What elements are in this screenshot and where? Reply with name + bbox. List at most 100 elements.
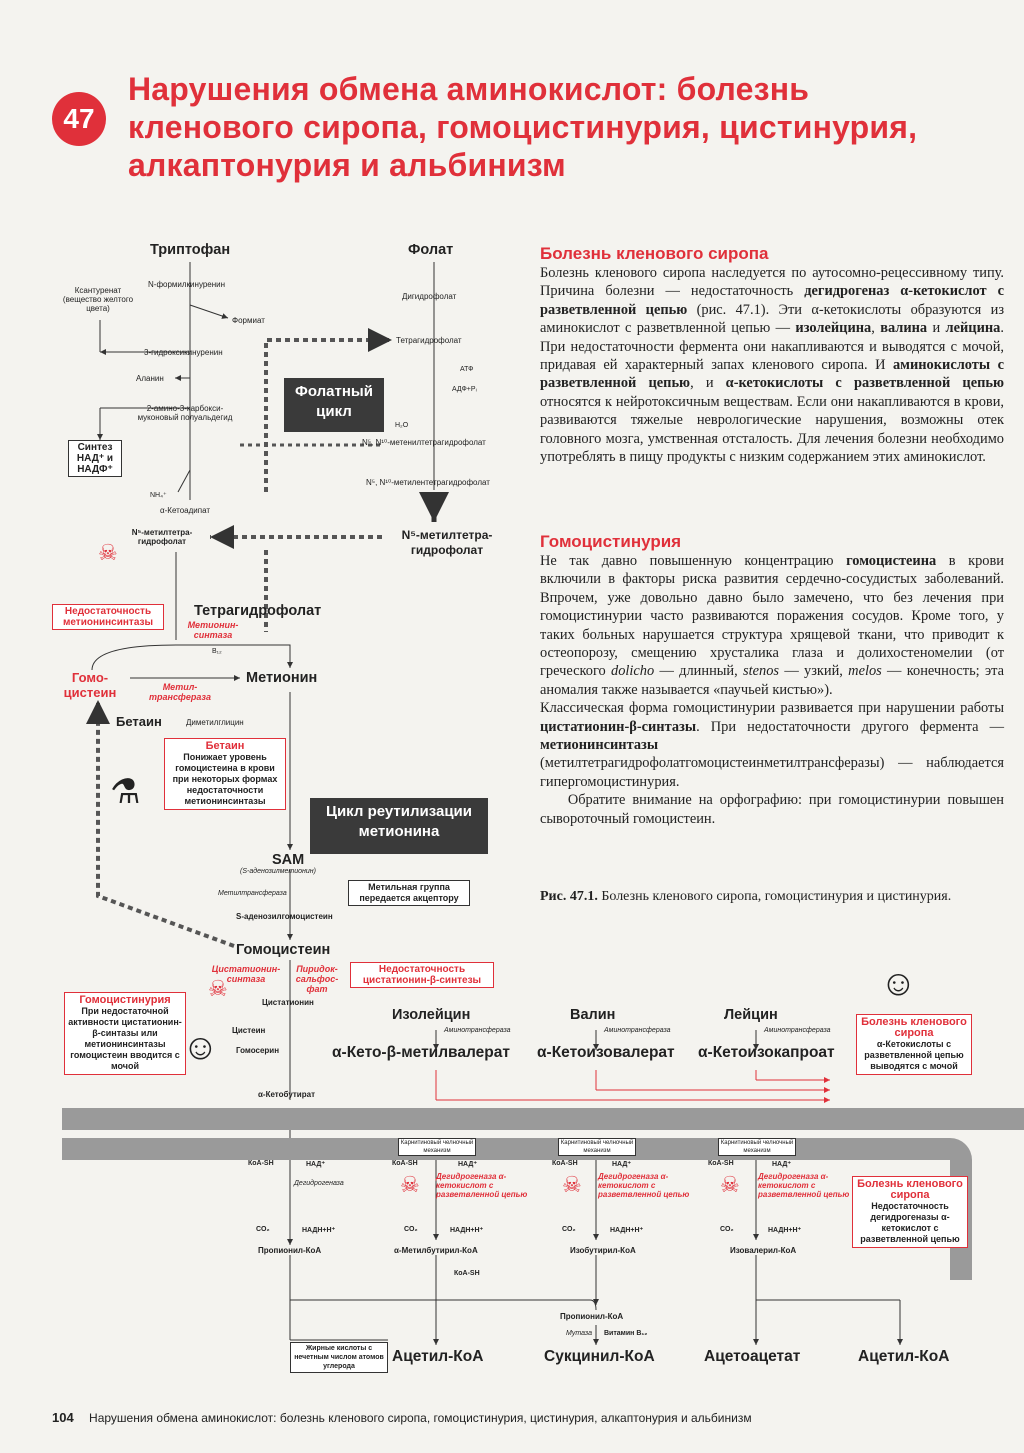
betaine: Бетаин: [116, 714, 162, 729]
page-number: 104: [52, 1410, 74, 1425]
sam-full: (S-аденозилметионин): [240, 868, 316, 875]
ketoadipate: α-Кетоадипат: [160, 506, 211, 515]
isobutyryl-coa: Изобутирил-КоА: [570, 1246, 636, 1255]
hydroxykynurenine: 3-гидроксикинуренин: [144, 348, 223, 357]
outer-membrane: [62, 1108, 1024, 1130]
carnitine-shuttle: Карнитиновый челночный механизм: [558, 1138, 636, 1156]
folate: Фолат: [408, 242, 454, 258]
isovaleryl-coa: Изовалерил-КоА: [730, 1246, 797, 1255]
cbs: Цистатионин-синтаза: [211, 964, 281, 984]
acetyl-coa-2: Ацетил-КоА: [858, 1348, 950, 1365]
koa-sh: КоА-SH: [454, 1270, 480, 1277]
msud-box-title: Болезнь кленового сиропа: [861, 1016, 967, 1039]
mortar-icon: ⚗: [110, 773, 141, 811]
bckd-enzyme: Дегидрогеназа α-кетокислот с разветвленн…: [436, 1172, 528, 1199]
formate: Формиат: [232, 316, 265, 325]
propionyl-coa-2: Пропионил-КоА: [560, 1312, 624, 1321]
section-msud: Болезнь кленового сиропа Болезнь кленово…: [540, 244, 1004, 466]
dihydrofolate: Дигидрофолат: [402, 292, 457, 301]
koa-sh: КоА-SH: [552, 1160, 578, 1167]
thf: Тетрагидрофолат: [194, 603, 322, 619]
leucine: Лейцин: [724, 1007, 778, 1023]
section-body: Не так давно повышенную концентрацию гом…: [540, 553, 1004, 827]
adp: АДФ+Pᵢ: [452, 386, 477, 393]
msud-box-bottom: Болезнь кленового сиропа Недостаточность…: [852, 1176, 968, 1248]
msud-box-text: α-Кетокислоты с разветвленной цепью выво…: [864, 1039, 964, 1071]
ketobutyrate: α-Кетобутират: [258, 1090, 315, 1099]
nad: НАД⁺: [772, 1161, 792, 1168]
section-body: Болезнь кленового сиропа наследуется по …: [540, 265, 1004, 466]
methenyl-thf: N⁵, N¹⁰-метенилтетрагидрофолат: [362, 438, 486, 447]
propionyl-coa: Пропионил-КоА: [258, 1246, 322, 1255]
amino-carboxy: 2-амино-3-карбокси-муконовый полуальдеги…: [137, 404, 233, 422]
methyl-thf-right: N⁵-метилтетра-гидрофолат: [401, 528, 493, 557]
chapter-title: Нарушения обмена аминокислот: болезнь кл…: [128, 71, 918, 183]
msud-box-title: Болезнь кленового сиропа: [857, 1178, 963, 1201]
cysteine: Цистеин: [232, 1026, 266, 1035]
methyl-thf-left: N⁵-метилтетра-гидрофолат: [131, 528, 193, 546]
bckd-enzyme: Дегидрогеназа α-кетокислот с разветвленн…: [758, 1172, 850, 1199]
betaine-box-text: Понижает уровень гомоцистеина в крови пр…: [172, 752, 278, 806]
betaine-box: Бетаин Понижает уровень гомоцистеина в к…: [164, 738, 286, 810]
keto-methylvalerate: α-Кето-β-метилвалерат: [332, 1044, 510, 1061]
koa-sh: КоА-SH: [392, 1160, 418, 1167]
sam: SAM: [272, 852, 305, 868]
nadh: НАДН+Н⁺: [610, 1227, 644, 1234]
odd-fatty-acids: Жирные кислоты с нечетным числом атомов …: [290, 1342, 388, 1373]
nh4: NH₄⁺: [150, 492, 167, 499]
nadh: НАДН+Н⁺: [450, 1227, 484, 1234]
keto-isovalerate: α-Кетоизовалерат: [537, 1044, 675, 1061]
remethylation-cycle-label: Цикл реутилизации метионина: [310, 798, 488, 854]
homocysteine: Гомоцистеин: [236, 942, 331, 958]
koa-sh: КоА-SH: [708, 1160, 734, 1167]
footer-title: Нарушения обмена аминокислот: болезнь кл…: [89, 1411, 752, 1425]
b12: B₁₂: [212, 648, 222, 655]
acetoacetate: Ацетоацетат: [704, 1348, 801, 1365]
betaine-box-title: Бетаин: [205, 740, 245, 752]
inner-membrane: [62, 1138, 972, 1160]
co2: CO₂: [404, 1226, 418, 1233]
carnitine-shuttle: Карнитиновый челночный механизм: [718, 1138, 796, 1156]
homocystinuria-box-title: Гомоцистинурия: [79, 994, 171, 1006]
child-icon: ☺: [182, 1026, 219, 1067]
co2: CO₂: [256, 1226, 270, 1233]
bckd-enzyme: Дегидрогеназа α-кетокислот с разветвленн…: [598, 1172, 690, 1199]
aminotransferase: Аминотрансфераза: [604, 1027, 671, 1034]
h2o: H₂O: [395, 422, 409, 429]
cystathionine: Цистатионин: [262, 998, 314, 1007]
carnitine-shuttle: Карнитиновый челночный механизм: [398, 1138, 476, 1156]
nadh: НАДН+Н⁺: [768, 1227, 802, 1234]
alanine: Аланин: [136, 374, 164, 383]
co2: CO₂: [562, 1226, 576, 1233]
homocystinuria-box: Гомоцистинурия При недостаточной активно…: [64, 992, 186, 1075]
section-heading: Гомоцистинурия: [540, 532, 682, 551]
cbs-deficiency: Недостаточность цистатионин-β-синтезы: [350, 962, 494, 988]
methyltransferase2: Метилтрансфераза: [218, 890, 287, 897]
methylene-thf: N⁵, N¹⁰-метилентетрагидрофолат: [366, 478, 490, 487]
folate-cycle-label: Фолатный цикл: [284, 378, 384, 432]
msud-box-top: Болезнь кленового сиропа α-Кетокислоты с…: [856, 1014, 972, 1075]
vitamin-b12: Витамин B₁₂: [604, 1330, 648, 1337]
atp: АТФ: [460, 366, 474, 373]
keto-isocaproate: α-Кетоизокапроат: [698, 1044, 835, 1061]
succinyl-coa: Сукцинил-КоА: [544, 1348, 655, 1365]
msud-box-text: Недостаточность дегидрогеназы α-кетокисл…: [860, 1201, 960, 1244]
skull-icon: ☠: [400, 1172, 420, 1197]
skull-icon: ☠: [208, 976, 228, 1001]
aminotransferase: Аминотрансфераза: [444, 1027, 511, 1034]
nadh: НАДН+Н⁺: [302, 1227, 336, 1234]
sah: S-аденозилгомоцистеин: [236, 912, 333, 921]
nad: НАД⁺: [612, 1161, 632, 1168]
dehydrogenase: Дегидрогеназа: [294, 1180, 344, 1187]
koa-sh: КоА-SH: [248, 1160, 274, 1167]
methionine: Метионин: [246, 670, 318, 686]
methionine-synthase: Метионин-синтаза: [187, 620, 239, 640]
ms-deficiency: Недостаточность метионинсинтазы: [52, 604, 164, 630]
methyltransferase: Метил-трансфераза: [149, 682, 211, 702]
skull-icon: ☠: [562, 1172, 582, 1197]
isoleucine: Изолейцин: [392, 1007, 471, 1023]
co2: CO₂: [720, 1226, 734, 1233]
nad-synthesis: Синтез НАД⁺ и НАДФ⁺: [68, 440, 122, 477]
n-formylkynurenine: N-формилкинуренин: [148, 280, 226, 289]
methylbutyryl-coa: α-Метилбутирил-КоА: [394, 1246, 478, 1255]
